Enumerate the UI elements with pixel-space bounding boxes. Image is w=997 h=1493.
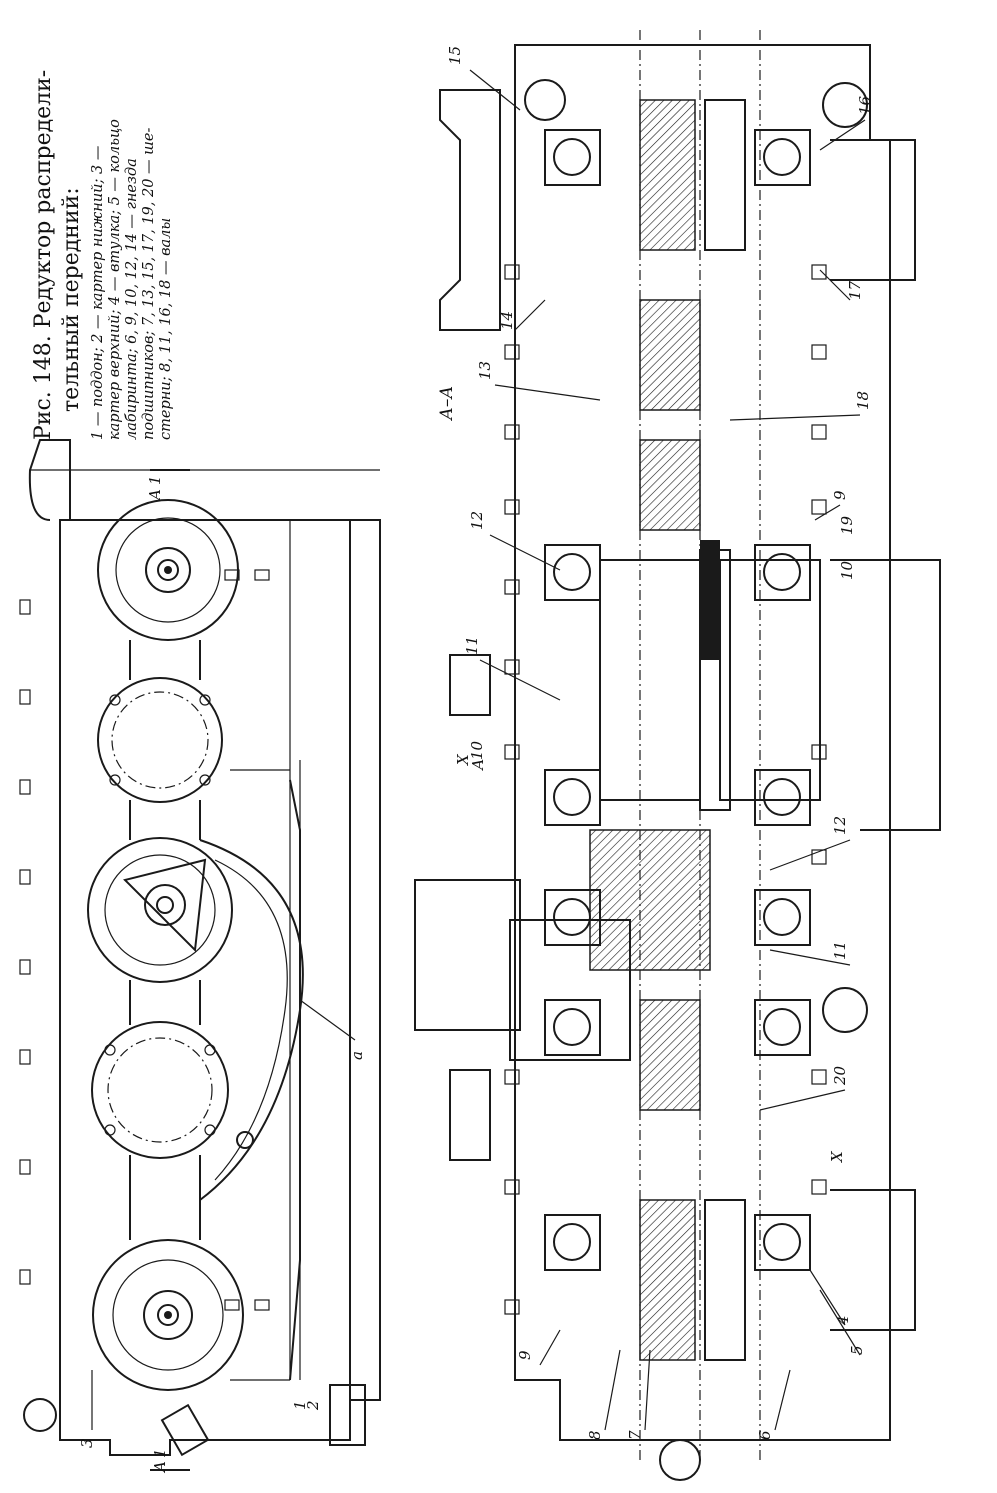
right-bolts <box>224 569 270 1311</box>
svg-text:12: 12 <box>831 816 849 835</box>
section-mark-bottom: A <box>151 1461 169 1474</box>
svg-text:7: 7 <box>626 1430 644 1440</box>
svg-text:15: 15 <box>446 46 464 65</box>
caption-line-2: картер верхний; 4 — втулка; 5 — кольцо <box>107 119 123 440</box>
label-part-3: 3 <box>78 1438 96 1448</box>
flange-left <box>414 879 521 1031</box>
breather <box>659 1439 701 1481</box>
caption-title-line2: тельный передний: <box>59 187 84 412</box>
svg-text:9: 9 <box>831 490 849 500</box>
gear-20 <box>639 999 701 1111</box>
svg-text:20: 20 <box>831 1065 849 1086</box>
section-mark-top: A <box>146 489 164 502</box>
side-bolts <box>504 264 827 1315</box>
gear-boss-4 <box>91 1021 254 1159</box>
section-mark-bottom-index: 1 <box>151 1448 169 1458</box>
svg-text:9: 9 <box>516 1350 534 1360</box>
gear-boss-3 <box>87 837 233 983</box>
section-view: А–А <box>414 30 941 1481</box>
bearings <box>544 129 811 1271</box>
svg-text:8: 8 <box>586 1430 604 1440</box>
caption-line-3: лабиринта; 6, 9, 10, 12, 14 — гнезда <box>124 158 140 440</box>
svg-text:6: 6 <box>756 1430 774 1440</box>
gear-boss-2 <box>97 677 223 803</box>
svg-text:14: 14 <box>498 311 516 330</box>
housing-top-end <box>28 439 71 521</box>
svg-text:11: 11 <box>463 636 481 655</box>
shaft-11-lower <box>509 919 631 1061</box>
filler-cap <box>23 1398 57 1432</box>
label-part-2: 2 <box>304 1400 322 1411</box>
svg-text:16: 16 <box>856 95 874 115</box>
gear-13 <box>639 299 701 411</box>
gear-15 <box>639 99 696 251</box>
pulley <box>439 89 501 331</box>
svg-text:17: 17 <box>846 280 864 300</box>
figure-caption: Рис. 148. Редуктор распредели- тельный п… <box>31 70 174 440</box>
svg-text:13: 13 <box>476 361 494 380</box>
svg-text:11: 11 <box>831 941 849 960</box>
caption-line-4: подшипников; 7, 13, 15, 17, 19, 20 — ше- <box>141 128 157 440</box>
label-a: а <box>348 1051 366 1060</box>
section-part-labels: 15 16 17 14 13 18 9 19 10 12 11 10 12 11… <box>446 46 874 1440</box>
gear-7 <box>639 1199 696 1361</box>
housing-outline <box>59 519 381 1456</box>
caption-line-1: 1 — поддон; 2 — картер нижний; 3 — <box>90 146 106 440</box>
label-part-1: 1 <box>291 1400 309 1410</box>
cut-mark-a-left: А <box>469 759 487 771</box>
drain-plug <box>329 1384 366 1446</box>
top-bolt-row <box>19 599 31 1285</box>
section-casing <box>514 44 891 1441</box>
flange-mid <box>830 559 941 831</box>
shaft-11-upper <box>599 559 701 801</box>
gear-boss-5 <box>92 1239 244 1391</box>
cut-mark-x-left: X <box>454 753 472 766</box>
svg-text:19: 19 <box>838 515 856 535</box>
flange-bottom <box>830 1189 916 1331</box>
svg-text:4: 4 <box>834 1315 852 1326</box>
section-title: А–А <box>437 386 457 421</box>
svg-text:10: 10 <box>468 740 486 760</box>
caption-title-line1: Рис. 148. Редуктор распредели- <box>31 70 56 440</box>
side-view: A 1 A 1 3 1 2 а <box>19 439 381 1474</box>
svg-text:12: 12 <box>468 511 486 530</box>
flange-16 <box>830 139 916 281</box>
section-mark-top-index: 1 <box>146 475 164 485</box>
svg-text:10: 10 <box>838 560 856 580</box>
svg-text:18: 18 <box>854 391 872 410</box>
caption-line-5: стерни; 8, 11, 16, 18 — валы <box>158 218 174 440</box>
cut-mark-x-bottom: X <box>828 1150 846 1163</box>
